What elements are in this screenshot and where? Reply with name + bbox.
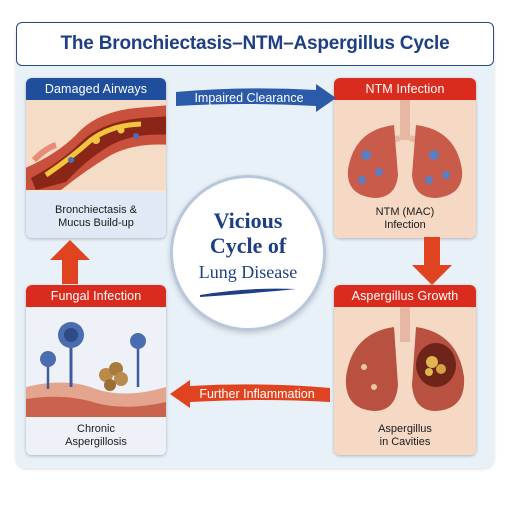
panel-caption-line2: Infection: [384, 219, 426, 231]
bronchial-tube-icon: [26, 100, 166, 190]
center-line2: Cycle of: [209, 232, 287, 258]
panel-aspergillus-growth: Aspergillus Growth Aspergillus in Caviti…: [334, 285, 476, 455]
right-arrow-icon: [176, 84, 336, 112]
panel-heading: Fungal Infection: [26, 285, 166, 307]
panel-caption-line1: Aspergillus: [378, 423, 432, 435]
center-cycle-label: Vicious Cycle of Lung Disease: [170, 175, 326, 331]
aspergillus-fungus-icon: [26, 307, 166, 417]
lungs-icon: [334, 100, 476, 200]
cavity-illustration: Aspergillus in Cavities: [334, 307, 476, 455]
diagram-title: The Bronchiectasis–NTM–Aspergillus Cycle: [16, 22, 494, 66]
panel-ntm-infection: NTM Infection NTM (MAC) Infection: [334, 78, 476, 238]
panel-heading: Aspergillus Growth: [334, 285, 476, 307]
arrow-label: Further Inflammation: [199, 387, 315, 401]
further-inflammation-arrow: Further Inflammation: [170, 380, 330, 408]
panel-caption-line2: Aspergillosis: [65, 436, 127, 448]
lungs-cavity-icon: [334, 307, 476, 415]
impaired-clearance-arrow: Impaired Clearance: [176, 84, 336, 112]
left-arrow-icon: [170, 380, 330, 408]
arrow-label: Impaired Clearance: [194, 91, 304, 105]
panel-heading: Damaged Airways: [26, 78, 166, 100]
lung-illustration: NTM (MAC) Infection: [334, 100, 476, 238]
up-arrow-icon: [50, 240, 90, 284]
panel-caption-line1: Bronchiectasis &: [55, 204, 137, 216]
fungus-illustration: Chronic Aspergillosis: [26, 307, 166, 455]
panel-caption-line2: Mucus Build-up: [58, 217, 134, 229]
swoosh-icon: [200, 288, 296, 297]
center-line1: Vicious: [213, 207, 283, 233]
panel-heading: NTM Infection: [334, 78, 476, 100]
center-line3: Lung Disease: [198, 261, 298, 282]
airway-illustration: Bronchiectasis & Mucus Build-up: [26, 100, 166, 238]
down-arrow-icon: [412, 237, 452, 285]
panel-caption-line2: in Cavities: [379, 436, 431, 448]
panel-fungal-infection: Fungal Infection Chronic Aspergillosis: [26, 285, 166, 455]
panel-caption-line1: NTM (MAC): [375, 206, 435, 218]
panel-caption-line1: Chronic: [77, 423, 115, 435]
panel-damaged-airways: Damaged Airways Bronchiectasis & Mucus B…: [26, 78, 166, 238]
